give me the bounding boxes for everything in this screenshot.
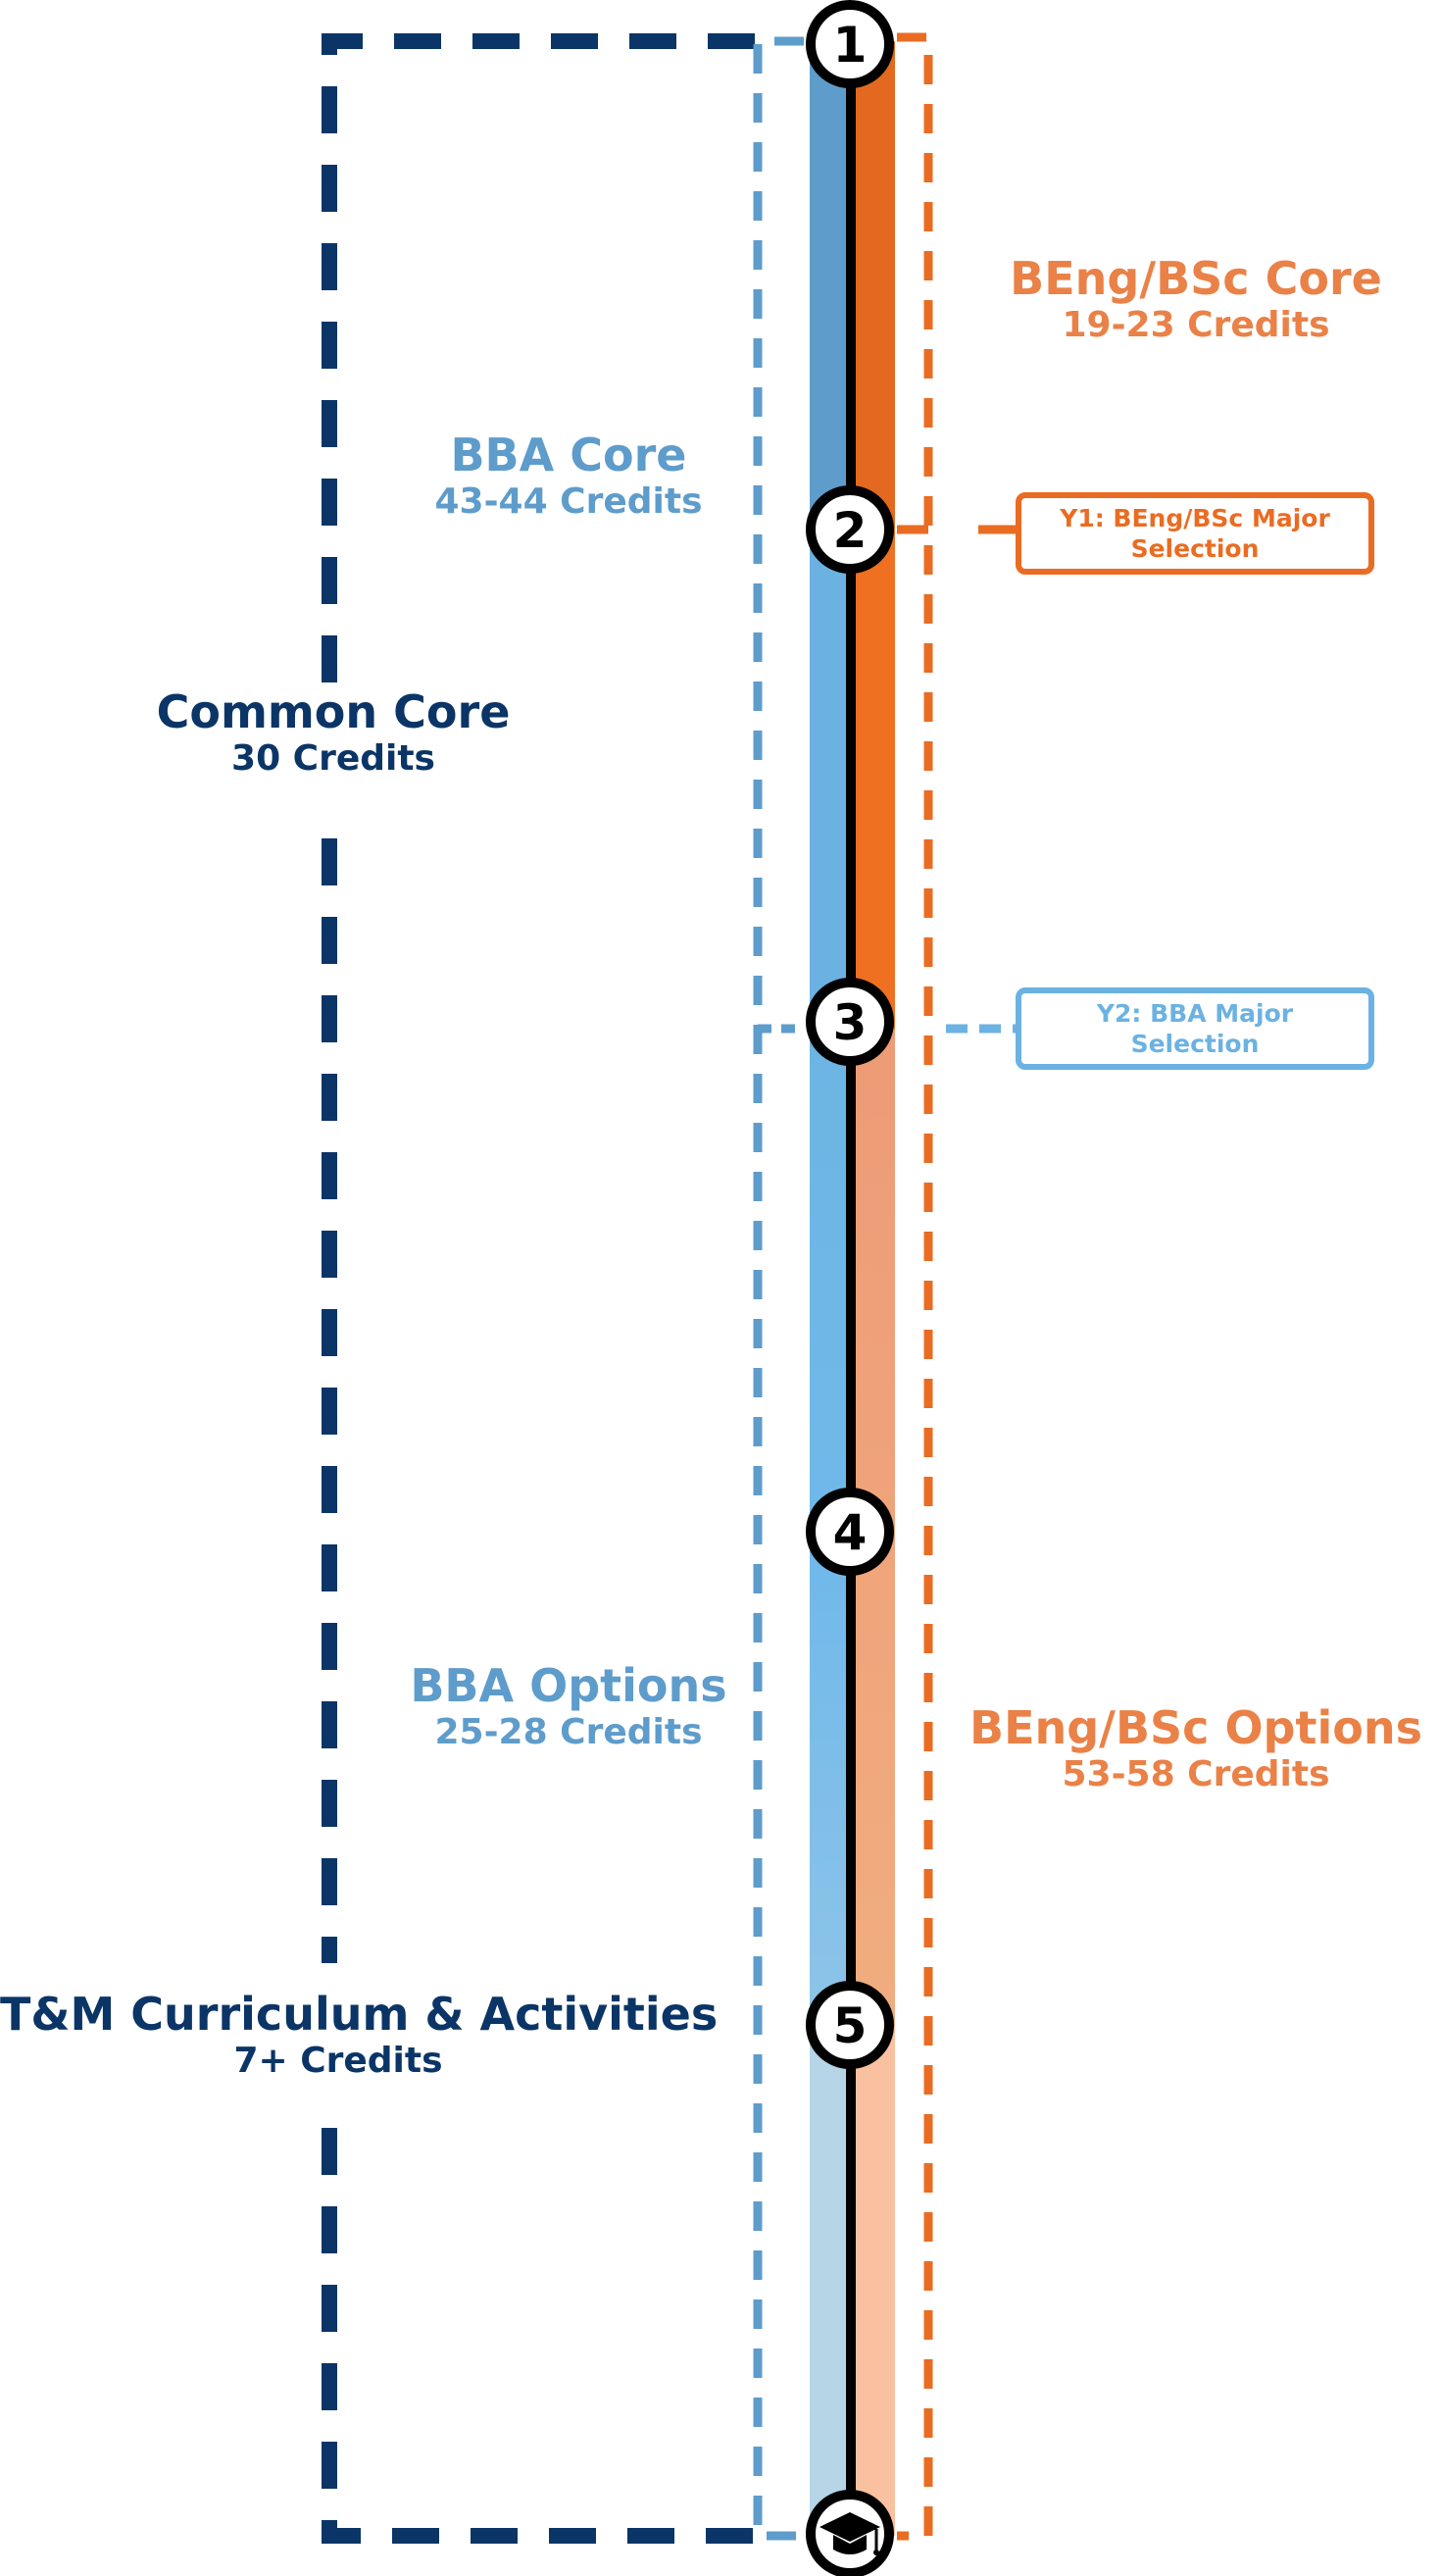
graduation-cap-icon — [819, 2512, 880, 2555]
stop-1-label: 1 — [833, 17, 868, 74]
common-core-credits: 30 Credits — [231, 737, 435, 779]
beng-core-label: BEng/BSc Core 19-23 Credits — [995, 253, 1397, 345]
bba-band-final — [810, 2027, 851, 2536]
beng-core-title: BEng/BSc Core — [1010, 252, 1382, 305]
stop-3-label: 3 — [833, 994, 868, 1051]
bba-band-core-top — [810, 41, 851, 530]
beng-band-core-top — [851, 41, 895, 530]
common-core-bracket — [322, 33, 755, 2544]
stop-3: 3 — [806, 978, 894, 1066]
tm-title: T&M Curriculum & Activities — [0, 1988, 719, 2041]
stop-graduation — [806, 2490, 894, 2576]
y1-milestone-box: Y1: BEng/BSc Major Selection — [1016, 492, 1374, 575]
stop-5: 5 — [806, 1981, 894, 2069]
stop-4-label: 4 — [833, 1504, 868, 1561]
tm-label: T&M Curriculum & Activities 7+ Credits — [0, 1988, 719, 2081]
y1-milestone-text: Y1: BEng/BSc Major Selection — [1060, 503, 1330, 563]
beng-options-title: BEng/BSc Options — [969, 1701, 1422, 1754]
bba-bracket — [753, 36, 804, 2541]
bba-core-title: BBA Core — [450, 429, 687, 481]
beng-band-core — [851, 530, 895, 1029]
stop-2: 2 — [806, 485, 894, 574]
beng-core-credits: 19-23 Credits — [1062, 304, 1330, 345]
bba-options-credits: 25-28 Credits — [434, 1711, 703, 1752]
bba-core-label: BBA Core 43-44 Credits — [412, 429, 725, 522]
beng-band-final — [851, 2027, 895, 2536]
tm-credits: 7+ Credits — [233, 2040, 443, 2081]
beng-options-credits: 53-58 Credits — [1062, 1753, 1330, 1794]
beng-bracket — [897, 32, 933, 2541]
bba-options-title: BBA Options — [410, 1659, 727, 1712]
stop-1: 1 — [806, 0, 894, 88]
common-core-label: Common Core 30 Credits — [137, 686, 529, 779]
stop-2-label: 2 — [833, 502, 868, 559]
bba-options-label: BBA Options 25-28 Credits — [392, 1660, 745, 1752]
y2-milestone-box: Y2: BBA Major Selection — [1016, 987, 1374, 1070]
bba-core-credits: 43-44 Credits — [434, 480, 703, 522]
stop-5-label: 5 — [833, 1997, 868, 2054]
y2-milestone-text: Y2: BBA Major Selection — [1096, 998, 1294, 1058]
beng-options-label: BEng/BSc Options 53-58 Credits — [946, 1702, 1440, 1794]
bba-band-core — [810, 530, 851, 1029]
common-core-title: Common Core — [156, 685, 511, 738]
stop-4: 4 — [806, 1488, 894, 1576]
